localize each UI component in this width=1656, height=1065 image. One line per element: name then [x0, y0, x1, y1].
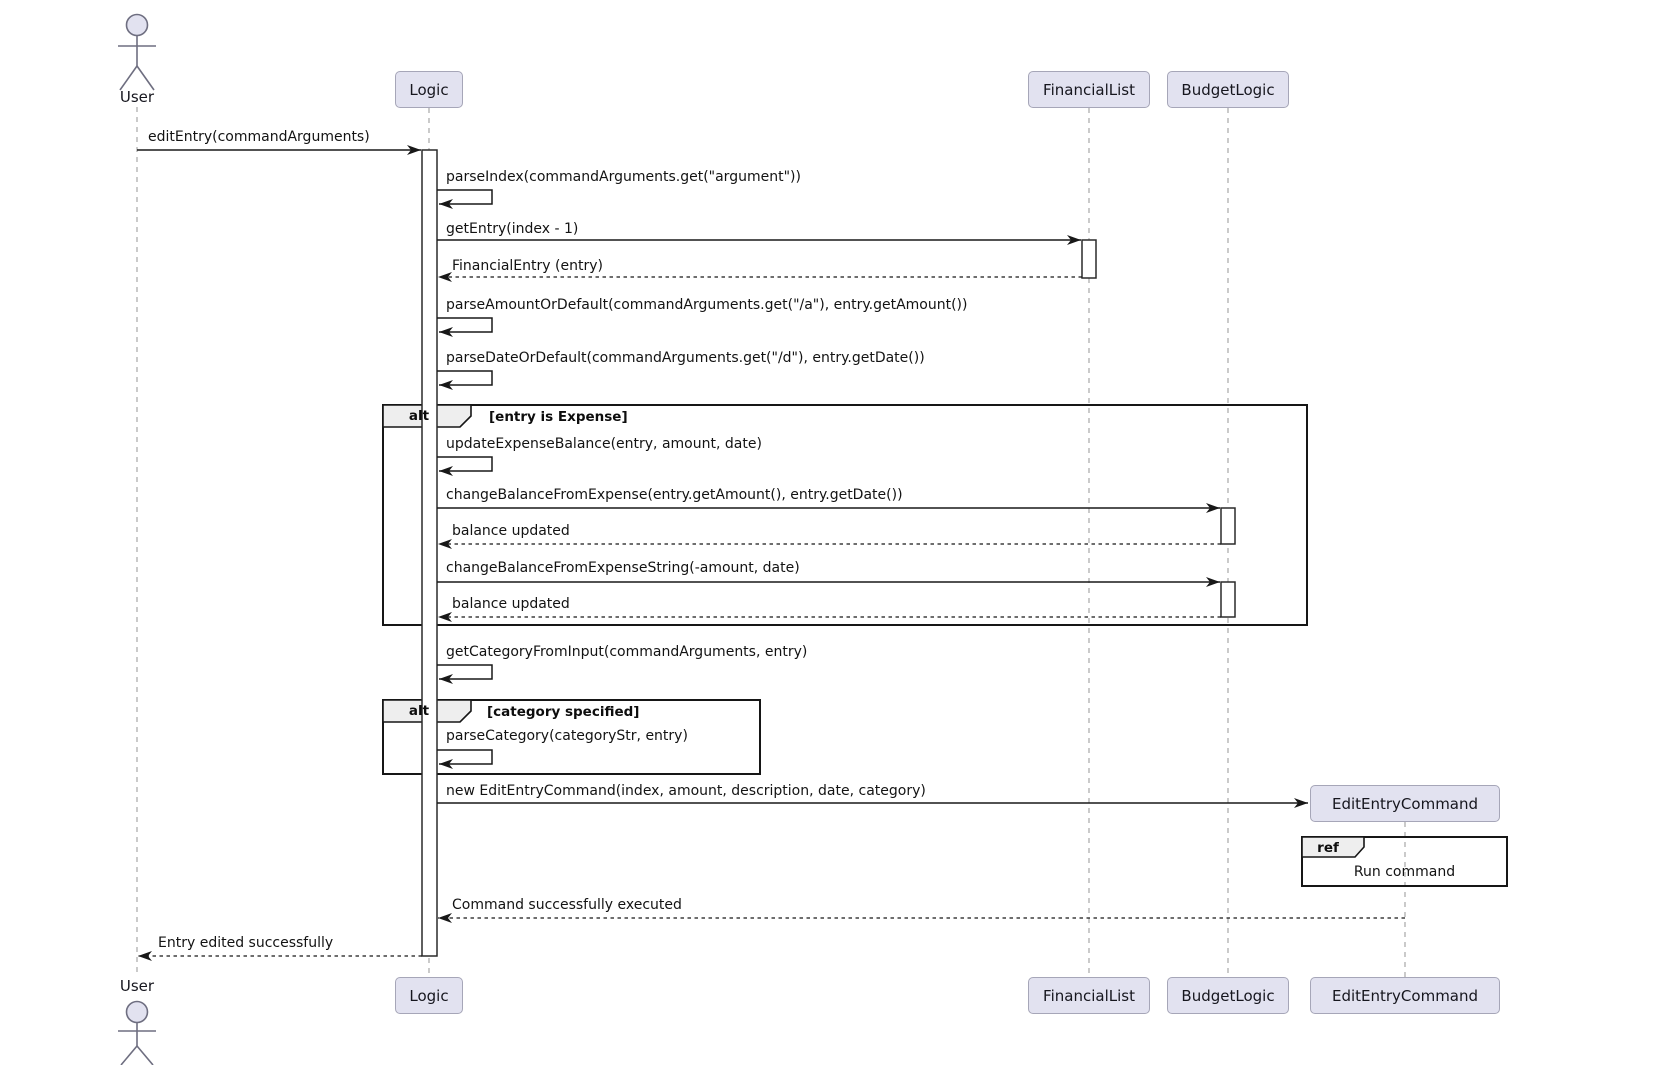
- self-arrow-parse-category: [437, 749, 493, 769]
- alt-frame-entry-is-expense: [382, 404, 1308, 626]
- actor-icon-user-top: [118, 13, 156, 91]
- actor-icon-user-bottom: [118, 1000, 156, 1065]
- participant-budgetlogic-top: BudgetLogic: [1167, 71, 1289, 108]
- message-edit-entry: editEntry(commandArguments): [148, 129, 370, 145]
- ref-frame-run-command: [1301, 836, 1508, 887]
- participant-editentrycommand-created: EditEntryCommand: [1310, 785, 1500, 822]
- ref-operator-label: ref: [1317, 840, 1339, 856]
- message-new-edit-entry-command: new EditEntryCommand(index, amount, desc…: [446, 783, 926, 799]
- ref-body-label: Run command: [1353, 864, 1456, 880]
- message-command-executed-return: Command successfully executed: [452, 897, 682, 913]
- activation-budgetlogic-2: [1220, 581, 1236, 618]
- participant-budgetlogic-bottom: BudgetLogic: [1167, 977, 1289, 1014]
- activation-financiallist: [1081, 239, 1097, 279]
- activation-budgetlogic-1: [1220, 507, 1236, 545]
- message-balance-updated-1: balance updated: [452, 523, 570, 539]
- message-get-category-from-input: getCategoryFromInput(commandArguments, e…: [446, 644, 808, 660]
- message-get-entry: getEntry(index - 1): [446, 221, 579, 237]
- actor-label-user-top: User: [119, 88, 155, 106]
- self-arrow-parse-amount: [437, 317, 493, 337]
- alt1-guard-label: [entry is Expense]: [489, 409, 628, 425]
- message-change-balance-from-expense-string: changeBalanceFromExpenseString(-amount, …: [446, 560, 800, 576]
- participant-financiallist-bottom: FinancialList: [1028, 977, 1150, 1014]
- self-arrow-update-expense-balance: [437, 456, 493, 476]
- alt-frame-category-specified: [382, 699, 761, 775]
- participant-logic-bottom: Logic: [395, 977, 463, 1014]
- message-change-balance-from-expense: changeBalanceFromExpense(entry.getAmount…: [446, 487, 903, 503]
- call-arrows: [137, 145, 1308, 808]
- self-arrow-parse-index: [437, 189, 493, 209]
- lifelines: [136, 107, 1406, 977]
- message-balance-updated-2: balance updated: [452, 596, 570, 612]
- participant-editentrycommand-bottom: EditEntryCommand: [1310, 977, 1500, 1014]
- message-parse-amount: parseAmountOrDefault(commandArguments.ge…: [446, 297, 968, 313]
- alt2-guard-label: [category specified]: [487, 704, 640, 720]
- message-entry-edited-return: Entry edited successfully: [158, 935, 334, 951]
- activation-logic: [421, 149, 438, 957]
- self-arrow-get-category-from-input: [437, 664, 493, 684]
- activation-bars: [421, 149, 1236, 957]
- fragment-frames: [382, 404, 1508, 887]
- message-parse-category: parseCategory(categoryStr, entry): [446, 728, 688, 744]
- message-financial-entry-return: FinancialEntry (entry): [452, 258, 603, 274]
- message-update-expense-balance: updateExpenseBalance(entry, amount, date…: [446, 436, 762, 452]
- participant-logic-top: Logic: [395, 71, 463, 108]
- ref-operator-tab: [1301, 836, 1365, 858]
- return-arrows: [138, 272, 1405, 961]
- message-parse-index: parseIndex(commandArguments.get("argumen…: [446, 169, 801, 185]
- self-arrow-parse-date: [437, 370, 493, 390]
- participant-financiallist-top: FinancialList: [1028, 71, 1150, 108]
- actor-label-user-bottom: User: [119, 977, 155, 995]
- alt1-operator-label: alt: [408, 408, 430, 424]
- alt2-operator-label: alt: [408, 703, 430, 719]
- message-parse-date: parseDateOrDefault(commandArguments.get(…: [446, 350, 925, 366]
